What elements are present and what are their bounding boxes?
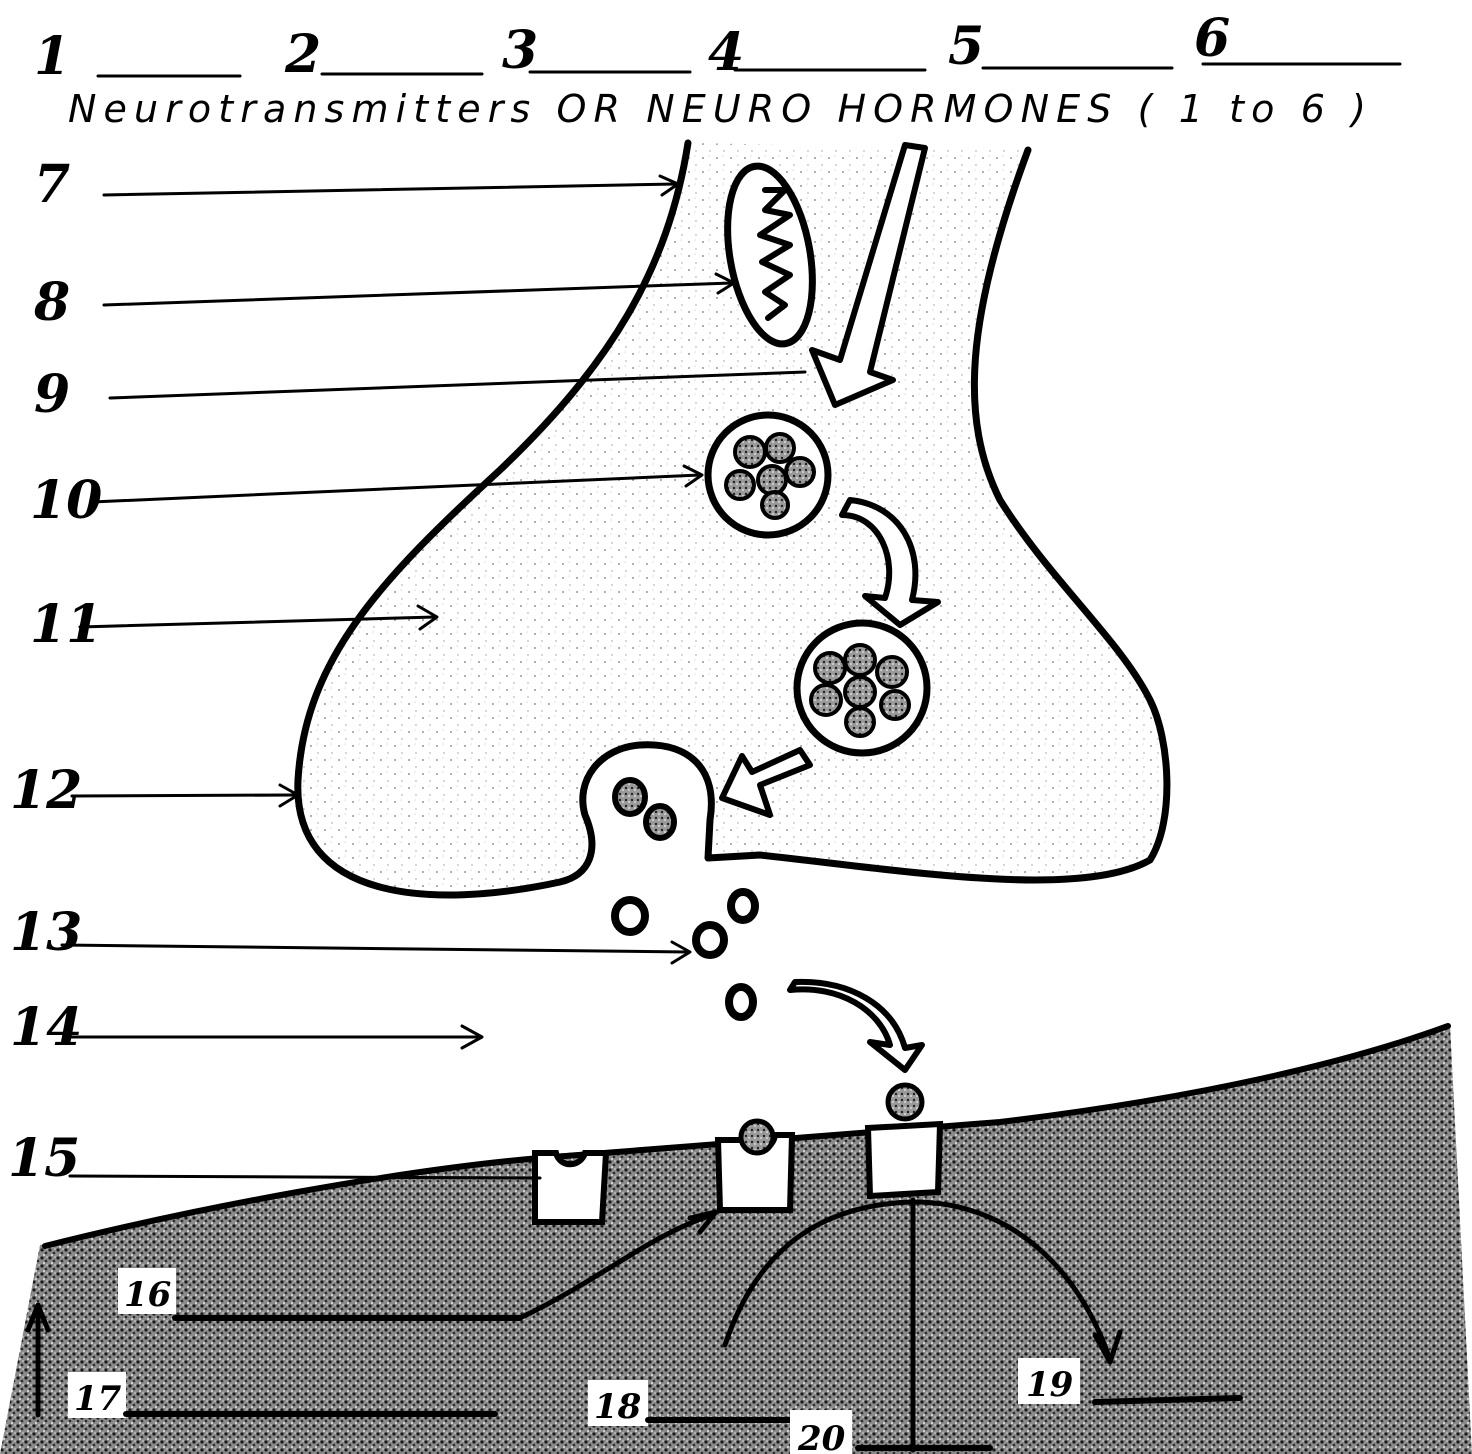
label-12: 12 <box>10 760 82 821</box>
receptor-empty <box>535 1153 606 1222</box>
label-5: 5 <box>948 16 984 77</box>
leader-19 <box>1095 1398 1240 1402</box>
fusing-vesicle-contents <box>615 780 674 838</box>
leader-12 <box>72 795 296 796</box>
label-8: 8 <box>33 272 70 333</box>
label-19: 19 <box>1026 1365 1073 1405</box>
label-10: 10 <box>30 470 102 531</box>
label-14: 14 <box>10 997 82 1058</box>
label-17: 17 <box>74 1379 122 1419</box>
label-6: 6 <box>1194 8 1230 69</box>
label-16: 16 <box>124 1275 171 1315</box>
leader-13 <box>62 945 688 952</box>
label-13: 13 <box>10 902 82 963</box>
postsynaptic-region <box>0 1025 1472 1454</box>
label-7: 7 <box>34 154 70 215</box>
leader-7 <box>104 184 676 195</box>
label-11: 11 <box>30 594 102 655</box>
top-blank-labels: 1 2 3 4 5 6 <box>34 8 1400 87</box>
receptor-bound-2 <box>868 1124 940 1196</box>
synaptic-vesicle-1 <box>708 415 828 535</box>
neurotransmitter-bound-2 <box>888 1085 922 1119</box>
label-15: 15 <box>8 1128 80 1189</box>
label-18: 18 <box>594 1387 641 1427</box>
label-2: 2 <box>284 24 321 85</box>
neurotransmitter-bound-1 <box>741 1121 773 1153</box>
label-1: 1 <box>34 26 70 87</box>
synaptic-vesicle-2 <box>797 623 927 753</box>
label-4: 4 <box>708 22 744 83</box>
binding-arrow <box>790 982 922 1070</box>
label-20: 20 <box>797 1419 846 1454</box>
caption-text: Neurotransmitters OR NEURO HORMONES ( 1 … <box>68 87 1368 131</box>
leader-15 <box>70 1176 540 1178</box>
label-9: 9 <box>34 364 70 425</box>
